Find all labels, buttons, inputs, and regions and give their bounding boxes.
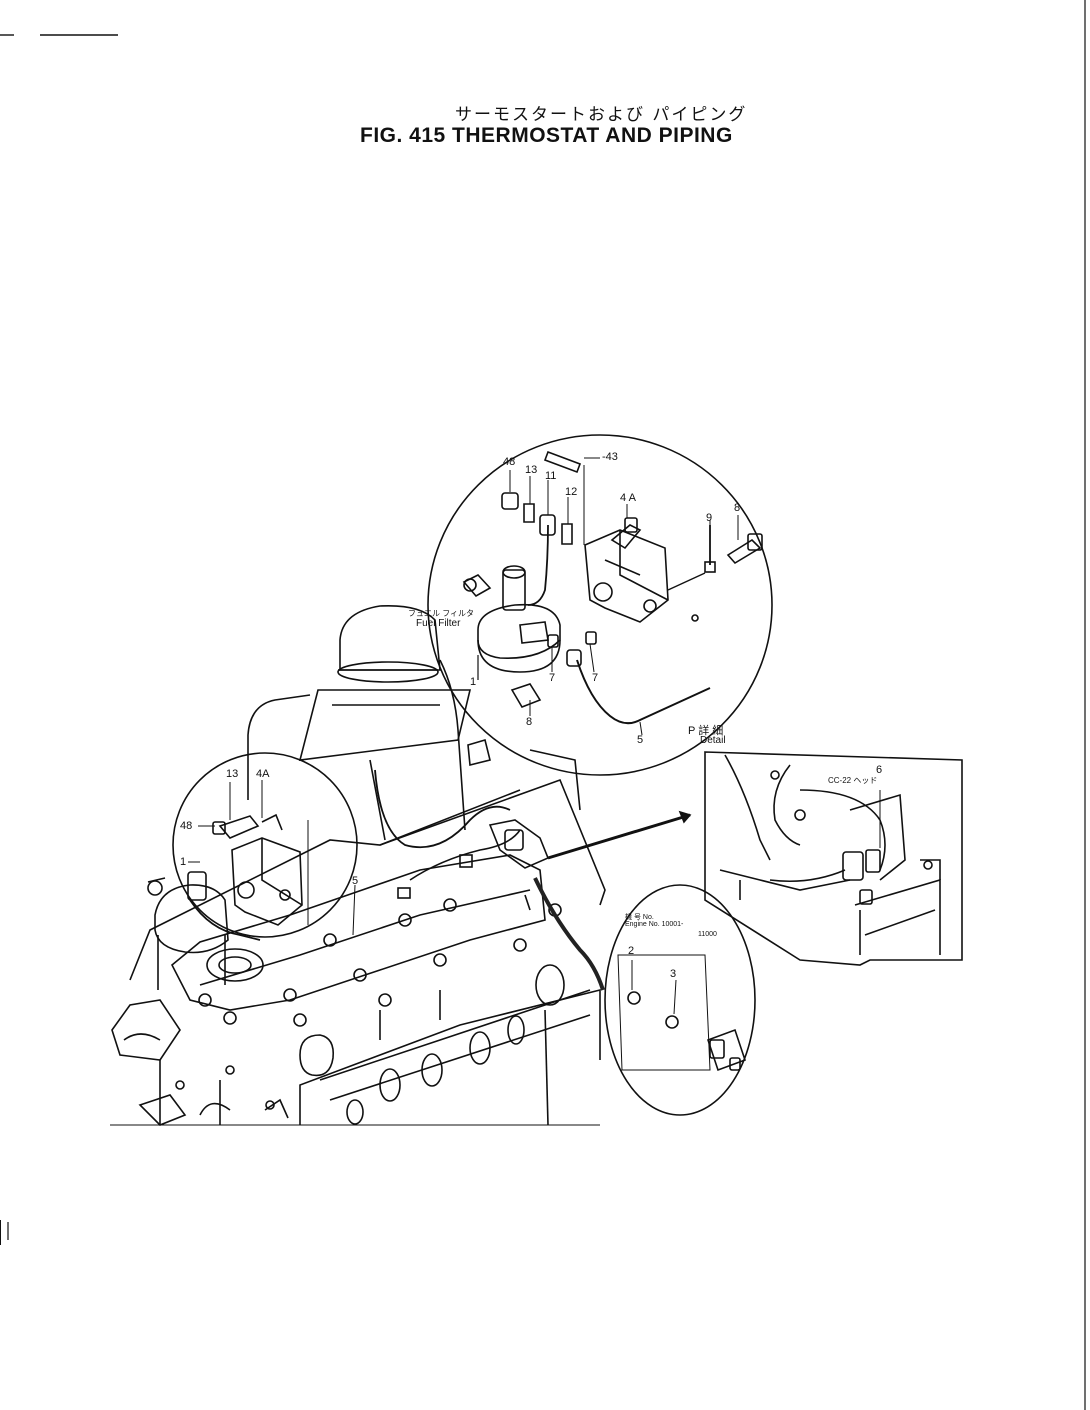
- detail-panel-right: [704, 751, 963, 966]
- label-fuel-filter-en: Fuel Filter: [416, 618, 461, 629]
- label-detail-jp: P 詳 細: [688, 725, 724, 737]
- label-engine-jp: 機 号 No.: [625, 914, 654, 921]
- title-japanese: サーモスタートおよび パイピング: [455, 105, 748, 125]
- fuel-filter-left: [147, 871, 261, 990]
- pipe-5-top: [547, 614, 711, 725]
- detail-oval-bottom: [604, 884, 756, 1116]
- thermostat-body-top: [584, 517, 706, 623]
- block-ports: [346, 964, 565, 1125]
- fuel-filter-head-top: [462, 565, 561, 708]
- bolts-top-right: [704, 525, 763, 573]
- callout-8-top: 8: [734, 502, 741, 514]
- callout-12: 12: [565, 486, 578, 498]
- leader-lines-left: [188, 780, 356, 936]
- callout-3: 3: [670, 968, 677, 980]
- detail-circle-left: [172, 752, 358, 938]
- callout-4a-left: 4A: [256, 768, 270, 780]
- lower-engine-parts: [110, 1094, 600, 1126]
- callout-9: 9: [706, 512, 713, 524]
- detail-circle-top: [427, 434, 773, 776]
- callout-11: 11: [545, 470, 557, 482]
- label-detail-en: Detail: [700, 735, 726, 746]
- label-engine-no: Engine No. 10001-: [625, 921, 684, 928]
- callout-8-bottom: 8: [526, 716, 533, 728]
- callout-6: 6: [876, 764, 883, 776]
- leader-lines-top: [509, 457, 739, 736]
- thermostat-body-left: [212, 813, 303, 926]
- callout-43: -43: [602, 451, 618, 463]
- title-english: FIG. 415 THERMOSTAT AND PIPING: [360, 124, 733, 147]
- engine-block-outline: [111, 659, 606, 1126]
- callout-7-right: 7: [592, 672, 599, 684]
- callout-7-left: 7: [549, 672, 556, 684]
- engine-oil-filter-cap: [298, 604, 472, 761]
- callout-13-left: 13: [226, 768, 239, 780]
- callout-5-top: 5: [637, 734, 644, 746]
- callout-4a-top: 4 A: [620, 492, 636, 504]
- label-cc22: CC-22 ヘッド: [828, 776, 878, 785]
- label-engine-range: 11000: [698, 931, 717, 938]
- callout-48-top: 48: [503, 456, 516, 468]
- callout-1-top: 1: [470, 676, 477, 688]
- callout-1-left: 1: [180, 856, 187, 868]
- cover-bolts: [175, 898, 562, 1110]
- callout-5-left: 5: [352, 875, 359, 887]
- small-parts-top: [501, 450, 582, 545]
- callout-13-top: 13: [525, 464, 538, 476]
- callout-2: 2: [628, 945, 635, 957]
- label-fuel-filter-jp: フュエル フィルタ: [408, 609, 475, 618]
- callout-48-left: 48: [180, 820, 193, 832]
- engine-piping: [374, 738, 692, 991]
